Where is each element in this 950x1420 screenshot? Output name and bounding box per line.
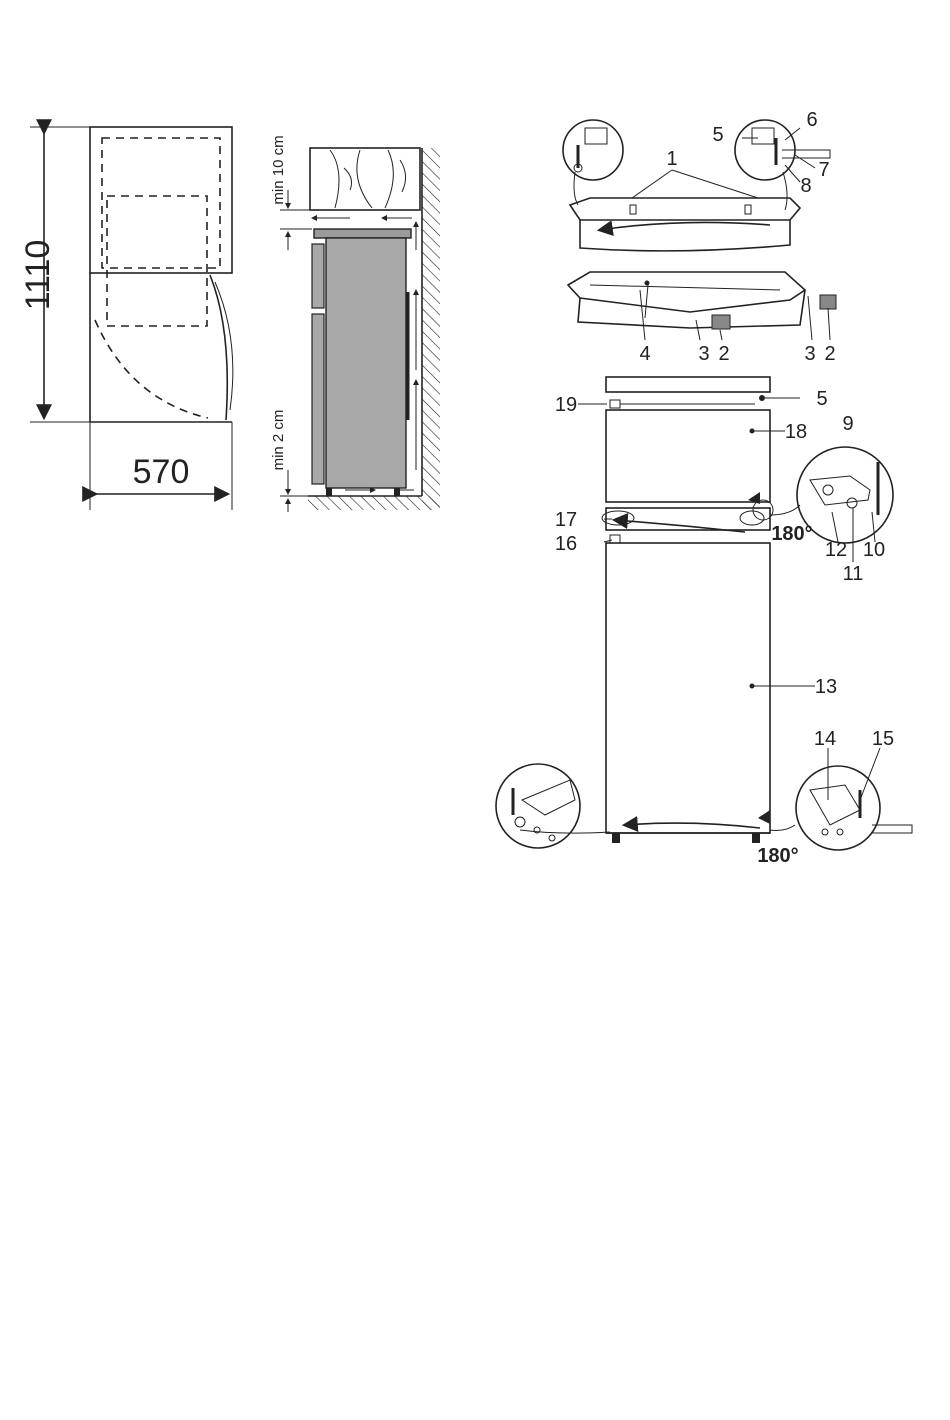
bottom-clearance-label: min 2 cm [270,410,287,471]
callout-3-right: 3 [804,343,815,365]
callout-14: 14 [814,728,836,750]
callout-18: 18 [785,421,807,443]
top-cover [570,198,800,220]
top-frame [606,377,770,392]
fridge-top-plate [314,229,411,238]
callout-10: 10 [863,539,885,561]
height-dimension-label: 1110 [19,240,57,311]
floor-hatch [308,496,440,510]
hinge-cover-cap [712,315,730,329]
callout-7: 7 [818,159,829,181]
callout-6: 6 [806,109,817,131]
inner-outline-dashed [102,138,220,268]
fridge-cabinet [326,238,406,488]
angle-bottom: 180° [757,845,798,867]
cover-slide-arrow [600,222,770,230]
fridge-door [606,543,770,833]
callout-19: 19 [555,394,577,416]
wrench-icon-2 [872,825,912,833]
callout-8: 8 [800,175,811,197]
top-clearance-label: min 10 cm [270,135,287,204]
top-cover-assembly [563,120,836,340]
callout-12: 12 [825,539,847,561]
callout-leaders [578,128,880,800]
width-dimension-label: 570 [133,453,190,491]
drawer-outline-dashed [107,196,207,326]
angle-top: 180° [771,523,812,545]
bottom-left-detail [496,764,580,848]
wall-hatch [422,148,440,510]
callout-1: 1 [666,148,677,170]
callout-2-left: 2 [718,343,729,365]
fridge-door-side [312,314,324,484]
callout-15: 15 [872,728,894,750]
door-swing-arc [95,320,208,418]
freezer-door [606,410,770,502]
callout-17: 17 [555,509,577,531]
wrench-icon [782,150,830,158]
worktop-plate [568,272,805,312]
cabinet-above [310,148,420,210]
bottom-hinge-arrow [625,823,760,828]
freezer-door-side [312,244,324,308]
callout-11: 11 [843,563,864,585]
callout-5-top: 5 [712,124,723,146]
callout-4: 4 [639,343,650,365]
fridge-top-view: 1110 570 [19,127,233,510]
door-edge [210,275,227,420]
detail-circle-left [563,120,623,180]
door-reversal-assembly [496,377,912,850]
callout-16: 16 [555,533,577,555]
callout-2-right: 2 [824,343,835,365]
callout-3-left: 3 [698,343,709,365]
bottom-right-detail [796,766,880,850]
ventilation-side-view: min 10 cm min 2 cm [270,135,440,512]
fridge-body-outline [90,127,232,273]
callout-5-bottom: 5 [816,388,827,410]
callout-9: 9 [842,413,853,435]
hinge-cover-cap-2 [820,295,836,309]
callout-13: 13 [815,676,837,698]
